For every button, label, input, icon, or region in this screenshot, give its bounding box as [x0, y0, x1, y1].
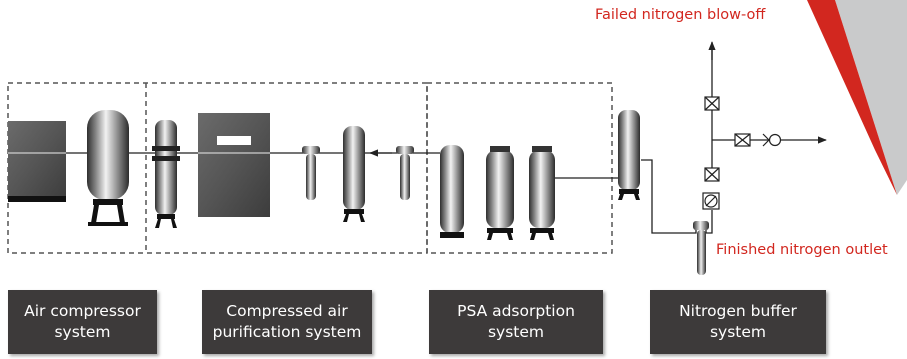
air-compressor-unit — [8, 121, 66, 201]
system-label-line2: purification system — [212, 323, 362, 341]
system-label-purification: Compressed air purification system — [202, 290, 372, 354]
blowoff-valve-icon — [704, 96, 720, 111]
filter-vessel — [152, 120, 180, 228]
flow-meter-icon — [702, 192, 720, 210]
nitrogen-buffer-tank — [618, 110, 640, 200]
psa-tower-b — [529, 146, 555, 240]
air-compressor-base — [8, 196, 66, 202]
precision-filter-1 — [302, 146, 320, 200]
system-label-line2: system — [54, 323, 111, 341]
system-label-line2: system — [709, 323, 767, 341]
system-label-psa: PSA adsorption system — [429, 290, 603, 354]
carbon-tower — [343, 126, 365, 222]
system-label-nitrogen-buffer: Nitrogen buffer system — [650, 290, 826, 354]
system-label-air-compressor: Air compressor system — [8, 290, 157, 354]
psa-buffer-tank — [440, 145, 464, 238]
sterile-filter — [693, 221, 709, 275]
precision-filter-2 — [396, 146, 414, 200]
refrigerated-dryer — [198, 113, 270, 217]
corner-red-stripe — [807, 0, 897, 195]
air-receiver-tank — [87, 110, 129, 226]
psa-tower-a — [486, 146, 514, 240]
outlet-label: Finished nitrogen outlet — [716, 242, 888, 258]
system-label-line2: system — [487, 323, 545, 341]
system-label-line1: PSA adsorption — [457, 302, 575, 320]
group-box-psa — [426, 82, 613, 254]
lower-valve-icon — [704, 167, 720, 182]
blowoff-label: Failed nitrogen blow-off — [595, 7, 766, 23]
system-label-line1: Nitrogen buffer — [679, 302, 797, 320]
system-label-line1: Compressed air — [226, 302, 348, 320]
system-label-line1: Air compressor — [24, 302, 141, 320]
corner-gray-band — [835, 0, 907, 195]
outlet-valve-icon — [734, 133, 751, 147]
check-valve-icon — [762, 133, 782, 147]
